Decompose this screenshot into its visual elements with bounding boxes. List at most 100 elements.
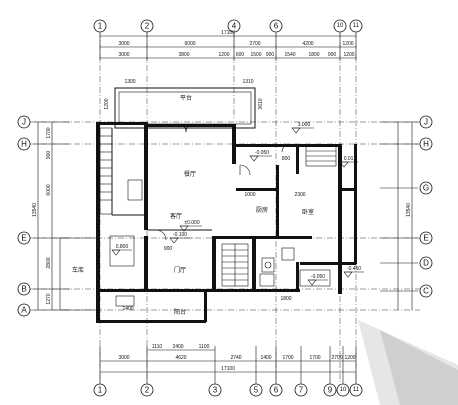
axis-bubble: E [17, 231, 31, 245]
axis-bubble: 1 [93, 19, 107, 33]
axis-bubbles-left: J H E B A [17, 115, 31, 317]
svg-text:A: A [21, 306, 27, 315]
dimension-lines-left: 13540 1700 900 6000 2800 1270 [32, 121, 70, 311]
dim-top: 3000 [118, 41, 129, 47]
dim-right-total: 13540 [406, 203, 412, 217]
svg-text:H: H [21, 140, 27, 149]
fixtures [109, 235, 331, 307]
svg-text:C: C [423, 287, 429, 296]
axis-bubble: B [17, 282, 31, 296]
dimension-lines-top: 17100 3000 6000 2700 4200 1200 3000 3800… [99, 30, 357, 61]
svg-text:±0.000: ±0.000 [184, 220, 199, 226]
room-label-living: 客厅 [170, 212, 182, 220]
dim-top: 1200 [343, 52, 354, 58]
axis-bubble: 11 [349, 383, 363, 397]
svg-text:3610: 3610 [258, 98, 264, 109]
stair-left [99, 127, 143, 215]
axis-bubble: 5 [249, 383, 263, 397]
dimension-lines-right: 13540 [380, 121, 418, 310]
dim-top: 4200 [302, 41, 313, 47]
svg-text:6: 6 [274, 22, 279, 31]
axis-bubble: 3 [208, 383, 222, 397]
dim-top: 6000 [184, 41, 195, 47]
svg-text:-0.450: -0.450 [347, 266, 361, 272]
dim-bottom: 1100 [199, 344, 210, 350]
level-marker: -0.050 [307, 274, 328, 286]
dim-top-total: 17100 [221, 30, 235, 36]
svg-text:-0.050: -0.050 [255, 150, 269, 156]
svg-text:900: 900 [164, 246, 173, 252]
axis-bubble: 7 [294, 383, 308, 397]
axis-bubble: A [17, 303, 31, 317]
dim-bottom-total: 17100 [221, 366, 235, 372]
dim-left: 6000 [46, 184, 52, 195]
dim-bottom: 3000 [118, 355, 129, 361]
dim-bottom: 4620 [175, 355, 186, 361]
room-label-foyer: 门厅 [174, 266, 186, 274]
axis-bubble: J [419, 115, 433, 129]
svg-text:1: 1 [98, 386, 103, 395]
svg-text:7: 7 [299, 386, 304, 395]
axis-bubbles-bottom: 1 2 3 5 6 7 9 10 11 [93, 383, 363, 397]
dim-top: 1200 [218, 52, 229, 58]
room-label-bedroom: 卧室 [302, 208, 314, 216]
dim-left: 2800 [46, 257, 52, 268]
axis-bubble: E [419, 231, 433, 245]
dim-bottom: 1700 [309, 355, 320, 361]
dim-top: 600 [236, 52, 245, 58]
svg-text:11: 11 [353, 387, 360, 393]
svg-text:1800: 1800 [280, 296, 291, 302]
axis-bubble: 1 [93, 383, 107, 397]
axis-bubble: 2 [140, 383, 154, 397]
axis-bubble: J [17, 115, 31, 129]
svg-text:11: 11 [353, 23, 360, 29]
room-label-balcony: 阳台 [174, 308, 186, 316]
room-label-dining: 餐厅 [184, 170, 196, 178]
dim-bottom: 1110 [152, 344, 163, 350]
axis-bubble: 11 [349, 19, 363, 33]
dim-top: 900 [266, 52, 275, 58]
svg-text:E: E [423, 234, 428, 243]
room-label-garage: 车库 [72, 266, 84, 274]
svg-text:1400: 1400 [122, 306, 133, 312]
svg-text:0.800: 0.800 [116, 244, 129, 250]
dim-top: 1800 [308, 52, 319, 58]
level-marker: ±0.000 [179, 220, 202, 232]
svg-text:1200: 1200 [104, 98, 110, 109]
axis-bubble: 4 [227, 19, 241, 33]
axis-bubble: 2 [140, 19, 154, 33]
dim-top: 3000 [118, 52, 129, 58]
svg-text:E: E [21, 234, 26, 243]
room-label-kitchen: 厨房 [256, 206, 268, 214]
svg-text:9: 9 [328, 386, 333, 395]
doors [155, 123, 291, 241]
svg-text:10: 10 [340, 387, 347, 393]
dim-bottom: 2700 [331, 355, 342, 361]
dim-top: 1540 [284, 52, 295, 58]
level-marker: 0.017 [339, 156, 358, 168]
walls [59, 87, 357, 323]
level-marker: -0.050 [249, 150, 272, 162]
axis-bubble: 6 [269, 383, 283, 397]
axis-bubble: 10 [333, 19, 347, 33]
svg-text:H: H [423, 140, 429, 149]
svg-text:1000: 1000 [244, 192, 255, 198]
dim-bottom: 1700 [282, 355, 293, 361]
dim-top: 1200 [342, 41, 353, 47]
svg-text:2: 2 [145, 386, 150, 395]
level-markers: 3.000 -0.050 0.017 -0.100 ±0.000 -0.050 … [111, 122, 364, 286]
dim-left: 1270 [46, 293, 52, 304]
room-label-platform: 平台 [180, 94, 192, 102]
svg-text:2: 2 [145, 22, 150, 31]
axis-bubble: 6 [269, 19, 283, 33]
axis-bubble: C [419, 284, 433, 298]
level-marker: -0.450 [343, 266, 364, 278]
dim-top: 900 [328, 52, 337, 58]
dim-left: 900 [46, 151, 52, 160]
stair-right [305, 145, 337, 167]
svg-text:G: G [423, 184, 429, 193]
svg-text:-0.100: -0.100 [173, 232, 187, 238]
dim-bottom: 2400 [172, 344, 183, 350]
